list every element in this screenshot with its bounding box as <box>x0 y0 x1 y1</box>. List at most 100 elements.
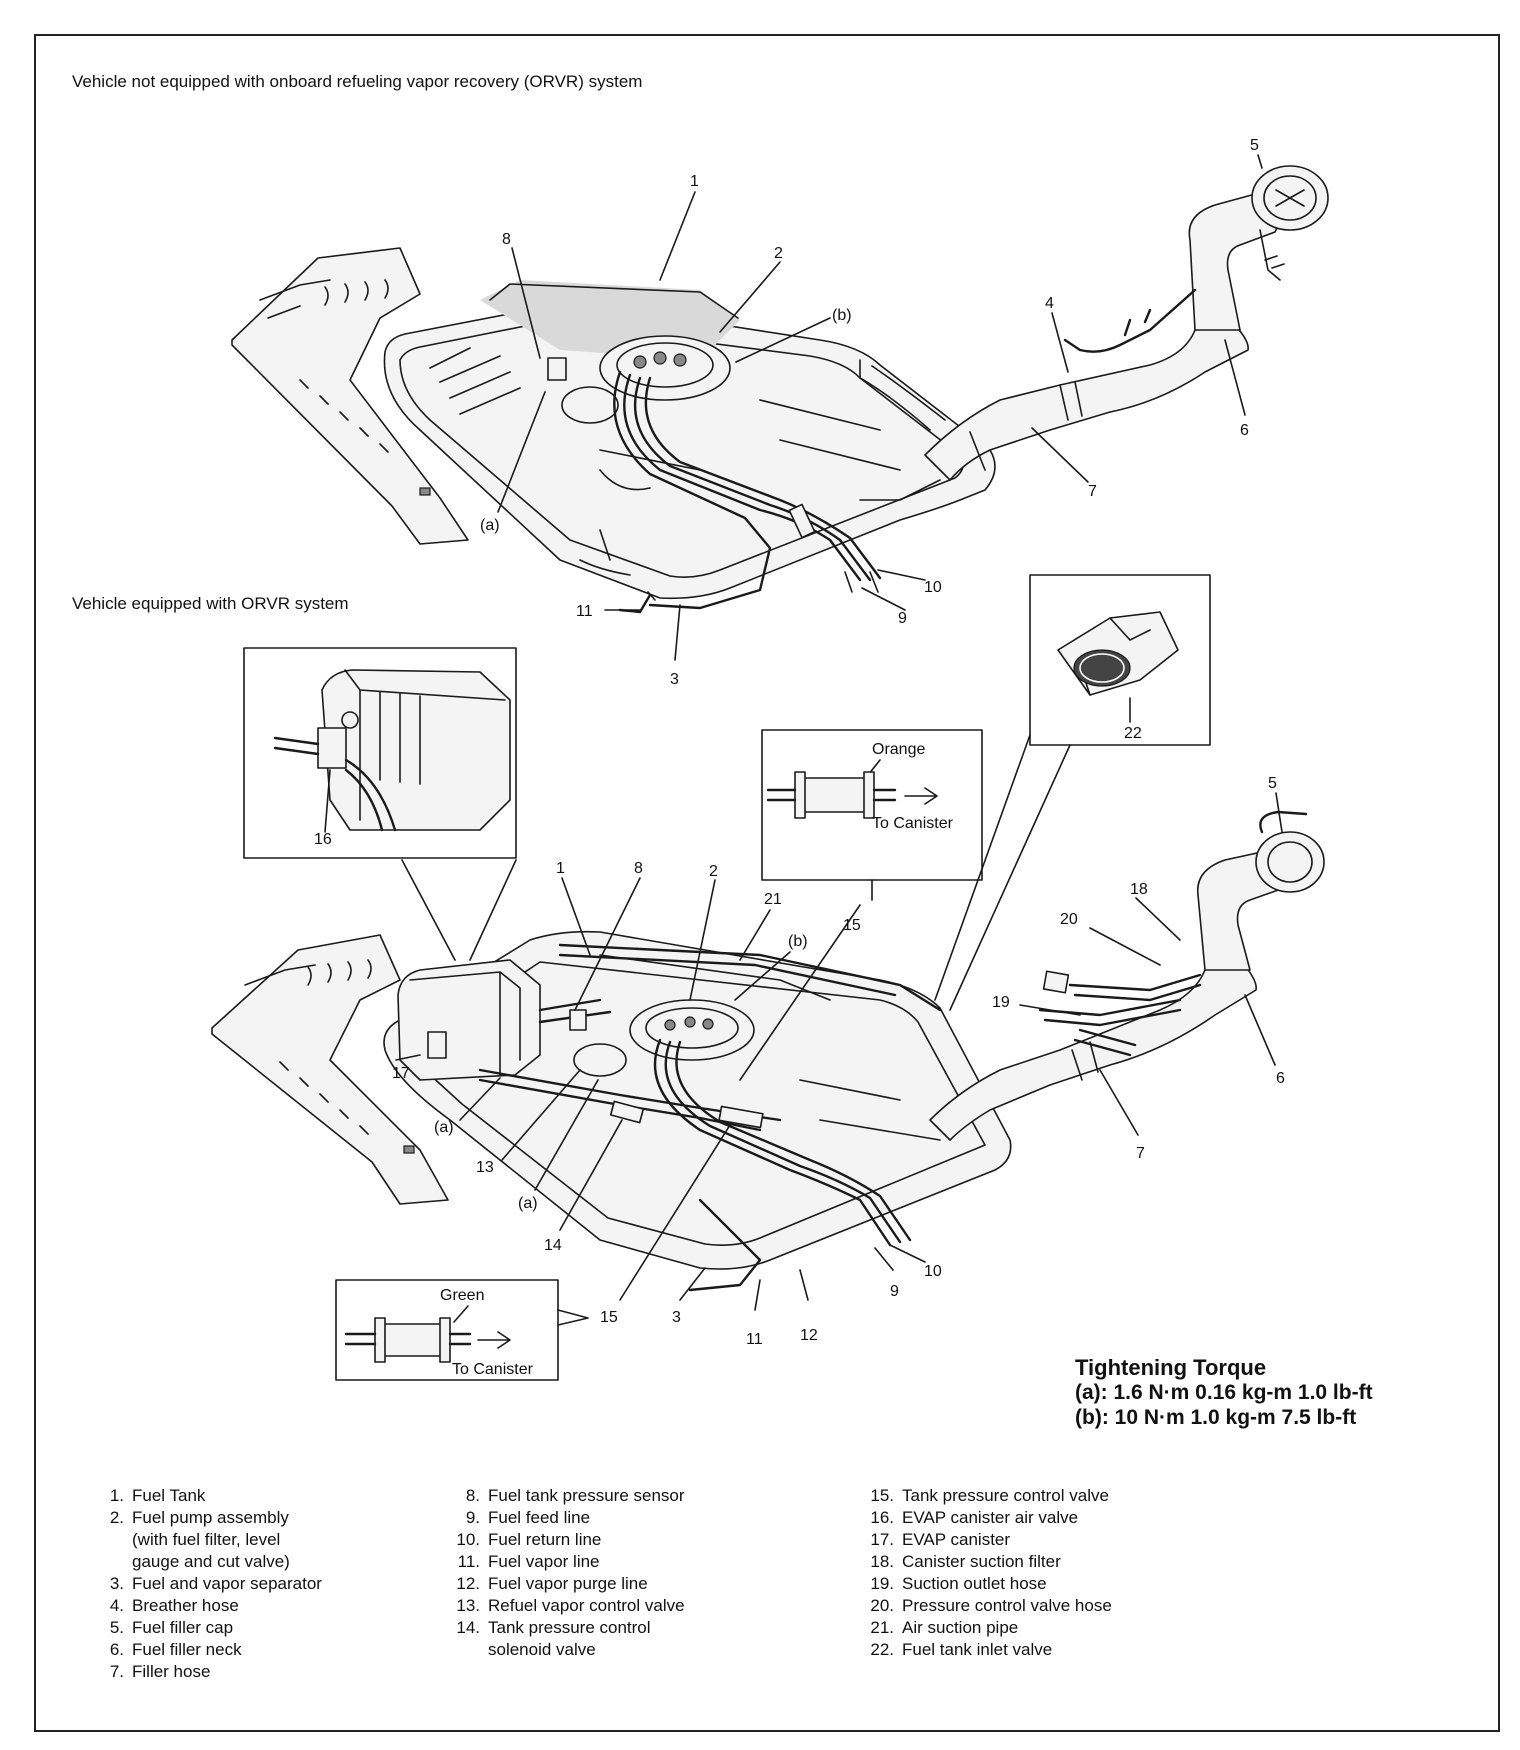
legend-item-label: Fuel return line <box>488 1530 602 1549</box>
fuel-lines-bottom <box>478 943 942 1292</box>
callout-a-top: (a) <box>480 517 500 534</box>
legend-item-number: 15. <box>870 1486 894 1505</box>
torque-a: (a): 1.6 N·m 0.16 kg-m 1.0 lb-ft <box>1075 1381 1373 1404</box>
filler-assembly-top <box>859 165 1329 481</box>
legend-item: 14. Tank pressure control solenoid valve <box>446 1617 685 1661</box>
legend-item-label: Fuel pump assembly (with fuel filter, le… <box>132 1508 290 1571</box>
legend-item: 12. Fuel vapor purge line <box>446 1573 685 1595</box>
tightening-torque: Tightening Torque (a): 1.6 N·m 0.16 kg-m… <box>1075 1355 1373 1430</box>
fuel-pump-assembly-top <box>547 335 731 401</box>
callout-17: 17 <box>392 1065 410 1082</box>
callout-11-bottom: 11 <box>746 1331 763 1348</box>
legend-item-label: Tank pressure control valve <box>902 1486 1109 1505</box>
callout-18: 18 <box>1130 881 1148 898</box>
legend-item-label: Fuel tank pressure sensor <box>488 1486 685 1505</box>
callout-5-bottom: 5 <box>1268 775 1277 792</box>
legend-item: 7. Filler hose <box>90 1661 322 1683</box>
legend-item-label: Filler hose <box>132 1662 211 1681</box>
legend-item-number: 4. <box>109 1596 124 1615</box>
fuel-system-diagram: 1 2 (b) 8 (a) 4 5 6 7 10 9 11 3 <box>211 137 1329 1381</box>
callout-14: 14 <box>544 1237 562 1254</box>
callout-a-bottom-1: (a) <box>434 1119 454 1136</box>
legend-item: 15. Tank pressure control valve <box>860 1485 1112 1507</box>
callout-b-top: (b) <box>832 307 852 324</box>
legend-item-label: Fuel vapor purge line <box>488 1574 648 1593</box>
legend-item-number: 12. <box>456 1574 480 1593</box>
filler-assembly-bottom <box>929 810 1325 1141</box>
caption-non-orvr: Vehicle not equipped with onboard refuel… <box>72 72 643 91</box>
legend-item-label: Pressure control valve hose <box>902 1596 1112 1615</box>
inset-green-color: Green <box>440 1287 484 1304</box>
callout-1-bottom: 1 <box>556 860 565 877</box>
legend-item-number: 10. <box>456 1530 480 1549</box>
callout-11-top: 11 <box>576 603 593 620</box>
legend-item-number: 21. <box>870 1618 894 1637</box>
callout-2-top: 2 <box>774 245 783 262</box>
legend-item: 2. Fuel pump assembly (with fuel filter, … <box>90 1507 322 1573</box>
legend-item-number: 19. <box>870 1574 894 1593</box>
legend-item-number: 6. <box>109 1640 124 1659</box>
legend-item-number: 14. <box>456 1618 480 1637</box>
callout-5-top: 5 <box>1250 137 1259 154</box>
callout-7-bottom: 7 <box>1136 1145 1145 1162</box>
callout-8-bottom: 8 <box>634 860 643 877</box>
legend-item: 1.Fuel Tank <box>90 1485 322 1507</box>
legend-item: 21.Air suction pipe <box>860 1617 1112 1639</box>
legend-item: 22. Fuel tank inlet valve <box>860 1639 1112 1661</box>
legend-item: 8. Fuel tank pressure sensor <box>446 1485 685 1507</box>
legend-item: 5. Fuel filler cap <box>90 1617 322 1639</box>
callout-21: 21 <box>764 891 782 908</box>
legend-item-label: Fuel Tank <box>132 1486 206 1505</box>
callout-22: 22 <box>1124 725 1142 742</box>
legend-item: 17.EVAP canister <box>860 1529 1112 1551</box>
legend-item: 20.Pressure control valve hose <box>860 1595 1112 1617</box>
callout-3-bottom: 3 <box>672 1309 681 1326</box>
legend-item-number: 18. <box>870 1552 894 1571</box>
callouts-top: 1 2 (b) 8 (a) 4 5 6 7 10 9 11 3 <box>480 137 1263 688</box>
legend-item-label: Fuel filler cap <box>132 1618 234 1637</box>
callout-15-bottom: 15 <box>600 1309 618 1326</box>
inset-orange-direction: To Canister <box>872 815 954 832</box>
inset-canister-air-valve: 16 <box>243 647 517 859</box>
legend-item: 18. Canister suction filter <box>860 1551 1112 1573</box>
callouts-bottom: 1 8 2 21 (b) 15 5 18 20 19 6 7 17 <box>392 734 1285 1348</box>
legend-item-label: Fuel tank inlet valve <box>902 1640 1053 1659</box>
legend-item: 11.Fuel vapor line <box>446 1551 685 1573</box>
callout-1-top: 1 <box>690 173 699 190</box>
legend-item-number: 22. <box>870 1640 894 1659</box>
legend-item-label: Suction outlet hose <box>902 1574 1047 1593</box>
legend-item: 6.Fuel filler neck <box>90 1639 322 1661</box>
legend-item-number: 5. <box>109 1618 124 1637</box>
callout-20: 20 <box>1060 911 1078 928</box>
legend-item-number: 8. <box>465 1486 480 1505</box>
callout-13: 13 <box>476 1159 494 1176</box>
inset-orange-color: Orange <box>872 741 925 758</box>
callout-a-bottom-2: (a) <box>518 1195 538 1212</box>
caption-orvr: Vehicle equipped with ORVR system <box>72 594 349 613</box>
diagram-orvr: 16 Orange To Canister 22 <box>211 574 1325 1381</box>
callout-6-top: 6 <box>1240 422 1249 439</box>
fuel-pump-assembly-bottom <box>569 999 755 1077</box>
legend-item-label: EVAP canister <box>902 1530 1011 1549</box>
legend-item-label: Fuel feed line <box>488 1508 591 1527</box>
legend-item-label: Tank pressure control solenoid valve <box>488 1618 651 1659</box>
callout-3-top: 3 <box>670 671 679 688</box>
callout-12: 12 <box>800 1327 818 1344</box>
legend-item-label: Refuel vapor control valve <box>488 1596 685 1615</box>
legend-item-number: 11. <box>457 1552 480 1571</box>
legend-item-label: EVAP canister air valve <box>902 1508 1079 1527</box>
fuel-lines-top <box>613 370 882 614</box>
legend-item-label: Canister suction filter <box>902 1552 1061 1571</box>
legend-item: 4.Breather hose <box>90 1595 322 1617</box>
legend-item-label: Fuel and vapor separator <box>132 1574 322 1593</box>
legend-item: 3.Fuel and vapor separator <box>90 1573 322 1595</box>
callout-10-top: 10 <box>924 579 942 596</box>
diagram-non-orvr: 1 2 (b) 8 (a) 4 5 6 7 10 9 11 3 <box>231 137 1329 688</box>
legend-item-number: 7. <box>109 1662 124 1681</box>
legend-item-number: 2. <box>109 1508 124 1527</box>
callout-9-bottom: 9 <box>890 1283 899 1300</box>
torque-title: Tightening Torque <box>1075 1355 1267 1380</box>
callout-2-bottom: 2 <box>709 863 718 880</box>
legend-item: 19. Suction outlet hose <box>860 1573 1112 1595</box>
